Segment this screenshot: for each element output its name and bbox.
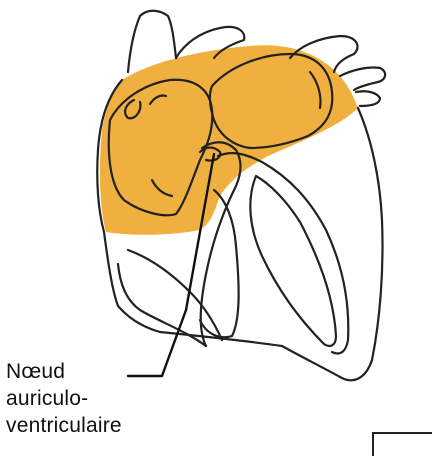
av-node-label-line2: auriculo- xyxy=(6,385,196,412)
av-node-label: Nœud auriculo- ventriculaire xyxy=(6,358,196,439)
av-node-label-line3: ventriculaire xyxy=(6,412,196,439)
av-node-label-line1: Nœud xyxy=(6,358,196,385)
corner-frame xyxy=(372,432,432,456)
left-ventricle-outline xyxy=(250,176,336,346)
